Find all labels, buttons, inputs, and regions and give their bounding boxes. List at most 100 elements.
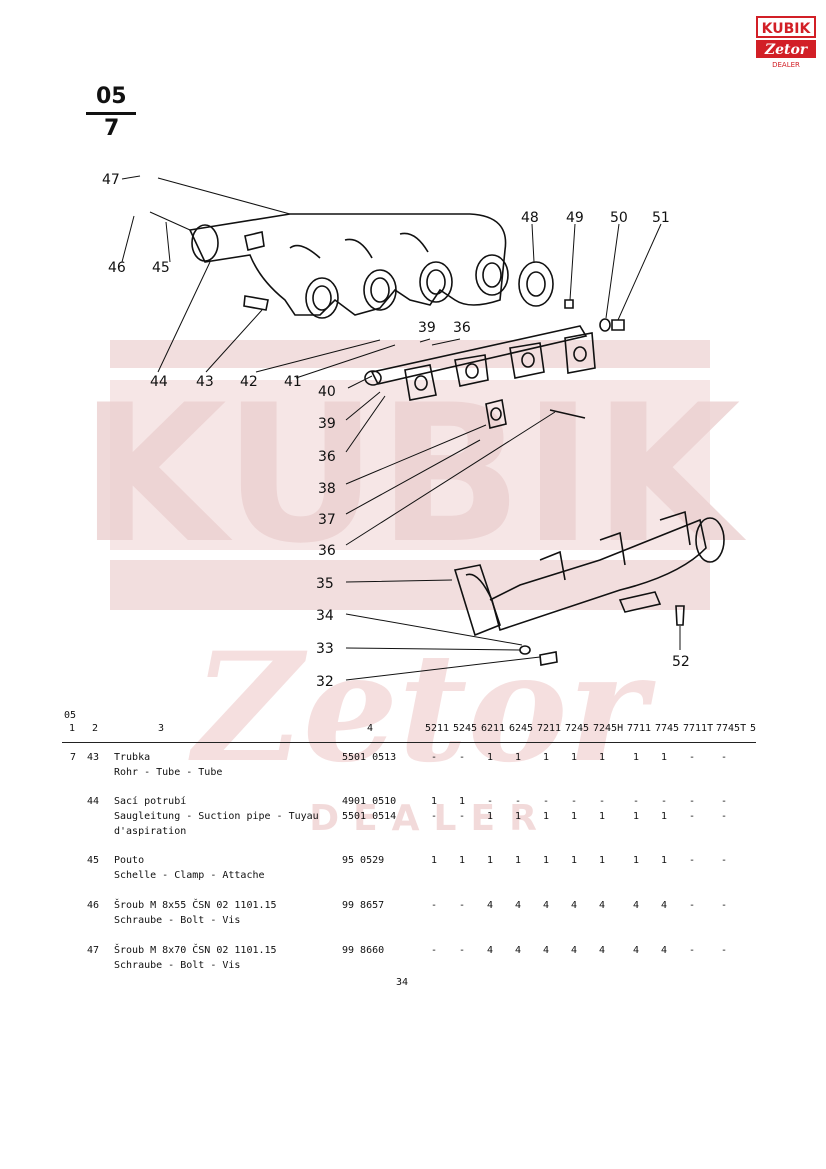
svg-text:Zetor: Zetor <box>764 42 809 58</box>
row-qty: - <box>430 945 438 956</box>
callout-52: 52 <box>672 654 690 670</box>
row-qty: 4 <box>570 945 578 956</box>
row-qty: 1 <box>632 811 640 822</box>
row-qty: 4 <box>514 900 522 911</box>
col-7711: 7711 <box>627 723 652 734</box>
row-qty: - <box>688 945 696 956</box>
row-qty: - <box>688 752 696 763</box>
row-qty: 1 <box>542 855 550 866</box>
row-qty: - <box>486 796 494 807</box>
row-qty: - <box>430 811 438 822</box>
row-name-line: Rohr - Tube - Tube <box>114 767 223 778</box>
row-position: 46 <box>87 900 100 911</box>
row-qty: - <box>570 796 578 807</box>
middle-pipe <box>370 325 588 385</box>
row-qty: 4 <box>598 900 606 911</box>
row-qty: 1 <box>486 855 494 866</box>
callout-34: 34 <box>316 608 334 624</box>
row-qty: - <box>458 811 466 822</box>
row-qty: - <box>688 900 696 911</box>
row-qty: - <box>458 900 466 911</box>
row-qty: - <box>720 811 728 822</box>
row-qty: - <box>688 855 696 866</box>
callout-49: 49 <box>566 210 584 226</box>
row-name-line: Sací potrubí <box>114 796 187 807</box>
callout-38: 38 <box>318 481 336 497</box>
row-qty: - <box>660 796 668 807</box>
col-7745: 7745 <box>655 723 680 734</box>
callout-33: 33 <box>316 641 334 657</box>
row-qty: 1 <box>486 811 494 822</box>
row-qty: 4 <box>486 900 494 911</box>
svg-text:DEALER: DEALER <box>772 61 800 69</box>
row-qty: 1 <box>598 855 606 866</box>
row-qty: 1 <box>660 855 668 866</box>
gasket-38 <box>485 399 507 429</box>
row-qty: - <box>720 855 728 866</box>
col-7745T: 7745T <box>716 723 747 734</box>
callout-37: 37 <box>318 512 336 528</box>
callout-42: 42 <box>240 374 258 390</box>
row-name-line: Schraube - Bolt - Vis <box>114 960 241 971</box>
exploded-parts-diagram: 47 46 45 44 43 42 41 40 39 36 39 36 38 3… <box>102 172 725 690</box>
row-qty: 1 <box>598 811 606 822</box>
row-name-line: Trubka <box>114 752 151 763</box>
row-qty: 4 <box>542 900 550 911</box>
row-qty: 1 <box>542 752 550 763</box>
row-qty: 1 <box>458 796 466 807</box>
row-qty: 1 <box>632 855 640 866</box>
callout-39-top: 39 <box>418 320 436 336</box>
row-qty: 4 <box>542 945 550 956</box>
callout-36-top: 36 <box>453 320 471 336</box>
group-number: 05 <box>96 84 127 109</box>
row-qty: 1 <box>458 855 466 866</box>
col-3: 3 <box>158 723 165 734</box>
row-position: 43 <box>87 752 100 763</box>
row-qty: - <box>720 752 728 763</box>
row-qty: 1 <box>570 855 578 866</box>
row-qty: - <box>632 796 640 807</box>
row-qty: 1 <box>570 811 578 822</box>
row-qty: 4 <box>660 945 668 956</box>
row-qty: 4 <box>598 945 606 956</box>
col-5211: 5211 <box>425 723 450 734</box>
gasket-48 <box>518 261 554 307</box>
row-qty: 4 <box>632 900 640 911</box>
section-label: 05 <box>64 710 77 721</box>
col-5245: 5245 <box>453 723 478 734</box>
row-name-line: Schelle - Clamp - Attache <box>114 870 265 881</box>
callout-50: 50 <box>610 210 628 226</box>
kubik-zetor-logo: KUBIK Zetor DEALER <box>756 16 816 69</box>
row-qty: 1 <box>514 752 522 763</box>
col-7211: 7211 <box>537 723 562 734</box>
callout-40: 40 <box>318 384 336 400</box>
row-position: 45 <box>87 855 100 866</box>
col-7711T: 7711T <box>683 723 714 734</box>
row-qty: 1 <box>632 752 640 763</box>
col-1: 1 <box>69 723 76 734</box>
row-qty: 1 <box>486 752 494 763</box>
row-qty: - <box>688 796 696 807</box>
row-name-line: Pouto <box>114 855 145 866</box>
row-qty: - <box>720 900 728 911</box>
row-qty: - <box>598 796 606 807</box>
row-part-number: 95 0529 <box>342 855 385 866</box>
callout-47: 47 <box>102 172 120 188</box>
row-part-number: 4901 0510 <box>342 796 397 807</box>
col-7245: 7245 <box>565 723 590 734</box>
subgroup-number: 7 <box>104 116 120 141</box>
row-position: 44 <box>87 796 100 807</box>
row-qty: - <box>430 752 438 763</box>
row-name-line: Schraube - Bolt - Vis <box>114 915 241 926</box>
row-qty: 1 <box>570 752 578 763</box>
row-part-number: 5501 0513 <box>342 752 397 763</box>
row-qty: 1 <box>660 752 668 763</box>
row-qty: - <box>542 796 550 807</box>
row-qty: - <box>458 752 466 763</box>
row-qty: 4 <box>632 945 640 956</box>
callout-45: 45 <box>152 260 170 276</box>
row-qty: - <box>430 900 438 911</box>
row-part-number: 99 8660 <box>342 945 385 956</box>
callout-44: 44 <box>150 374 168 390</box>
row-qty: 1 <box>660 811 668 822</box>
